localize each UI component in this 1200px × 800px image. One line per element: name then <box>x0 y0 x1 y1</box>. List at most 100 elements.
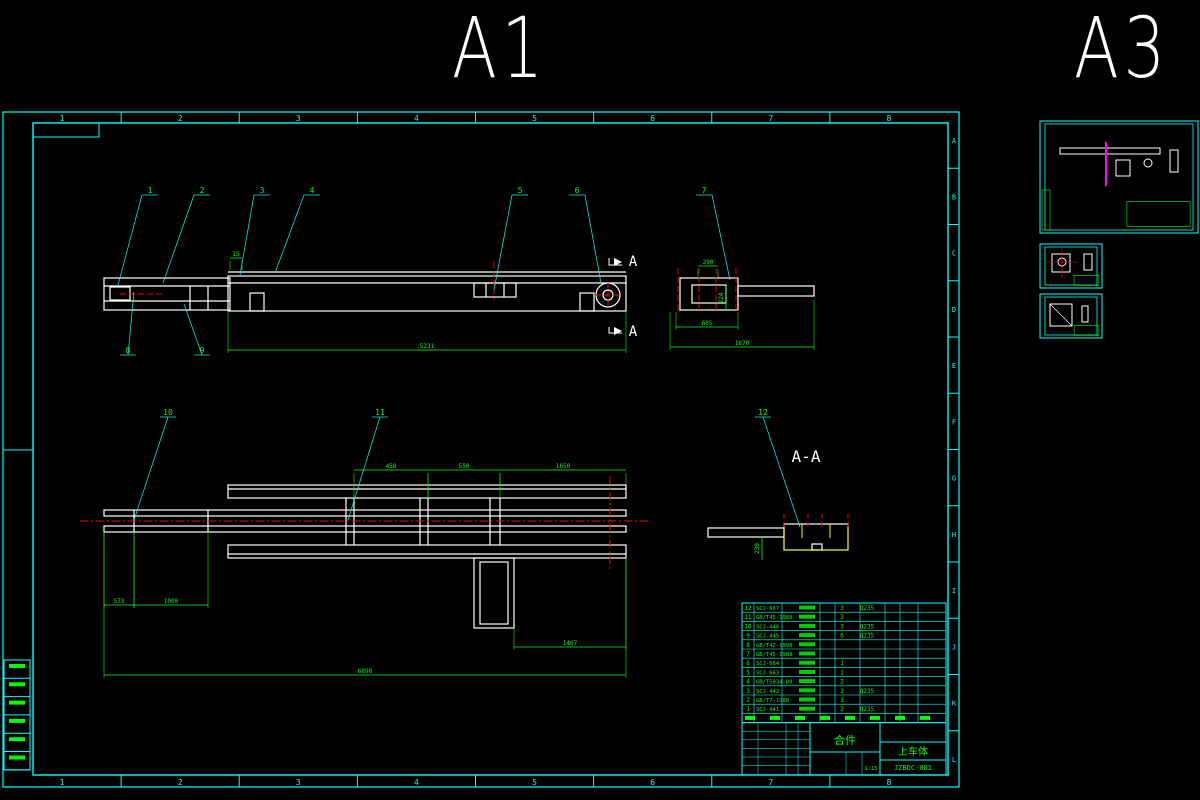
thumb-part <box>1143 158 1153 168</box>
dim-side-c-value: 1870 <box>735 340 750 347</box>
sheet-size-label-a3: A3 <box>1074 0 1170 97</box>
strip-text-mark <box>9 700 25 705</box>
leader-line <box>711 194 731 281</box>
bom-no: 10 <box>744 623 752 630</box>
bom-code: SCJ-663 <box>756 670 779 676</box>
bom-no: 8 <box>746 642 750 649</box>
dim-plan-c-value: 1650 <box>556 463 571 470</box>
zone-col-label-bottom: 2 <box>178 778 183 787</box>
plan-centerlines <box>80 476 650 570</box>
bom-no: 1 <box>746 706 750 713</box>
zone-row-label: D <box>952 306 956 314</box>
bom-qty: 2 <box>840 706 844 713</box>
thumbnail-sheet-2 <box>1039 243 1103 289</box>
dim-side-h-value: 224 <box>718 292 725 303</box>
corner-box <box>32 122 100 138</box>
leader-line <box>584 194 602 284</box>
thumb-inner <box>1044 246 1098 286</box>
thumb-strip <box>1041 189 1051 231</box>
bom-no: 11 <box>744 614 752 621</box>
bom-no: 2 <box>746 697 750 704</box>
thumb-part <box>1083 253 1093 271</box>
section-a-a-hatch <box>783 524 849 551</box>
zone-col-label-top: 3 <box>296 114 301 123</box>
section-title: A-A <box>792 447 821 466</box>
balloon-5: 5 <box>518 186 523 195</box>
thumb-titleblock <box>1126 201 1191 227</box>
dim-top-small-value: 15 <box>232 251 240 258</box>
zone-row-label: L <box>952 756 956 764</box>
thumb-part <box>1049 303 1073 327</box>
balloon-9: 9 <box>200 346 205 355</box>
bom-material: Q235 <box>860 633 875 640</box>
dim-side-b-value: 605 <box>702 320 713 327</box>
dim-section-h-value: 230 <box>754 543 761 554</box>
dim-plan-d-value: 573 <box>114 598 125 605</box>
dim-plan-overall-value: 6898 <box>358 668 373 675</box>
bom-name-mark <box>799 660 815 665</box>
leader-line <box>117 194 143 286</box>
drawing-views <box>80 258 849 629</box>
bom-code: GB/T45-1988 <box>756 652 792 658</box>
plan-view <box>103 484 627 629</box>
bom-material: Q235 <box>860 706 875 713</box>
thumbnail-a3-sheet <box>1039 120 1199 234</box>
bom-name-mark <box>799 669 815 674</box>
zone-col-label-bottom: 8 <box>887 778 892 787</box>
bom-header-mark <box>745 715 755 720</box>
zone-col-label-top: 5 <box>532 114 537 123</box>
bom-qty: 3 <box>840 605 844 612</box>
balloon-12: 12 <box>758 408 768 417</box>
bom-name-mark <box>799 706 815 711</box>
bom-name-mark <box>799 605 815 610</box>
zone-row-label: K <box>952 700 957 708</box>
zone-col-label-bottom: 7 <box>768 778 773 787</box>
zone-col-label-bottom: 6 <box>650 778 655 787</box>
strip-text-mark <box>9 682 25 687</box>
elevation-view <box>103 271 815 312</box>
bom-code: SCJ-445 <box>756 634 779 640</box>
bom-no: 5 <box>746 669 750 676</box>
thumb-titleblock <box>1073 275 1100 286</box>
bom-material: Q235 <box>860 623 875 630</box>
bom-name-mark <box>799 633 815 638</box>
balloon-3: 3 <box>260 186 265 195</box>
title-border <box>741 722 947 776</box>
bom-no: 4 <box>746 679 750 686</box>
leader-line <box>133 416 169 521</box>
title-drawing-no: JZBDC-001 <box>894 764 932 772</box>
bom-qty: 1 <box>840 669 844 676</box>
section-arrow <box>614 327 622 335</box>
bom-qty: 3 <box>840 614 844 621</box>
bom-header-mark <box>870 715 880 720</box>
bom-qty: 2 <box>840 679 844 686</box>
title-product: 上车体 <box>898 745 928 758</box>
thumb-inner <box>1044 296 1098 336</box>
leader-line <box>127 291 135 356</box>
bom-header-mark <box>895 715 905 720</box>
zone-row-label: J <box>952 643 956 651</box>
section-mark-top: A <box>629 254 638 270</box>
zone-row-label: I <box>952 587 956 595</box>
strip-text-mark <box>9 737 25 742</box>
bom-header-mark <box>845 715 855 720</box>
balloon-2: 2 <box>200 186 205 195</box>
bom-name-mark <box>799 651 815 656</box>
sheet-size-label-a1: A1 <box>452 0 548 97</box>
dim-top-overall-value: 5231 <box>420 343 435 350</box>
bom-no: 9 <box>746 633 750 640</box>
zone-row-label: E <box>952 362 956 370</box>
leader-line <box>183 303 203 356</box>
zone-row-label: G <box>952 475 956 483</box>
balloon-11: 11 <box>375 408 385 417</box>
bom-header-mark <box>820 715 830 720</box>
zone-col-label-top: 6 <box>650 114 655 123</box>
zone-row-label: A <box>952 137 957 145</box>
zone-col-label-bottom: 1 <box>60 778 65 787</box>
left-beam <box>103 277 231 311</box>
bom-header-mark <box>795 715 805 720</box>
balloon-6: 6 <box>575 186 580 195</box>
